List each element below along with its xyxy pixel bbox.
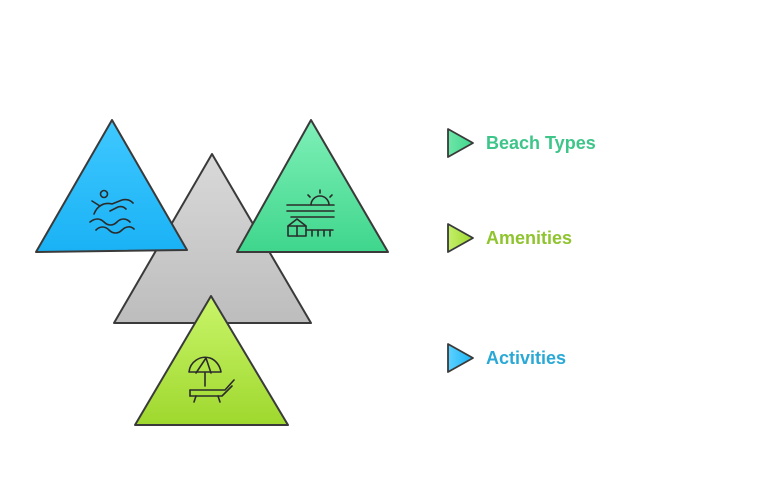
umbrella-lounger-icon <box>188 356 235 403</box>
legend-item-beach-types: Beach Types <box>446 127 596 159</box>
legend-marker-icon <box>447 128 474 158</box>
legend-marker-icon <box>447 223 474 253</box>
beach-types-triangle <box>236 119 389 253</box>
legend-item-amenities: Amenities <box>446 222 572 254</box>
amenities-triangle <box>134 295 289 426</box>
sunset-beach-hut-icon <box>286 189 335 237</box>
legend-label: Amenities <box>486 227 573 248</box>
legend-marker-icon <box>447 343 474 373</box>
activities-triangle <box>35 119 188 253</box>
swimmer-icon <box>89 189 135 234</box>
legend-item-activities: Activities <box>446 342 566 374</box>
legend-label: Activities <box>486 347 567 368</box>
legend-label: Beach Types <box>486 132 596 153</box>
